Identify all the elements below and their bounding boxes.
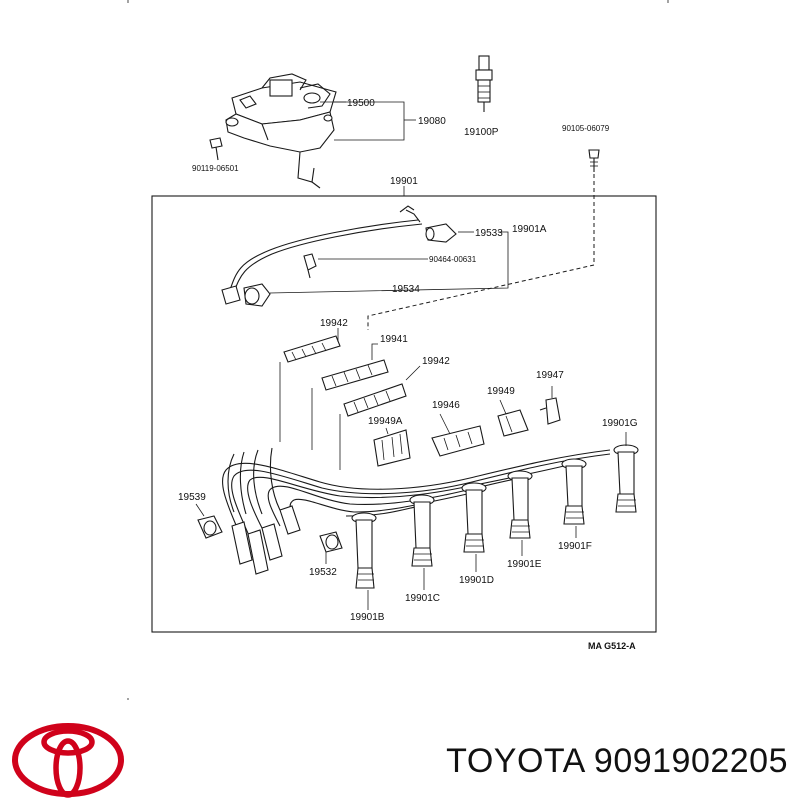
- part-number: 9091902205: [593, 742, 788, 780]
- plug-boot-f-drawing: [561, 458, 587, 525]
- leader-line: [371, 343, 378, 360]
- leader-line: [405, 365, 421, 381]
- plug-boot-e-drawing: [507, 470, 533, 539]
- label-19901: 19901: [390, 176, 418, 187]
- label-19942-lower: 19942: [422, 356, 450, 367]
- diagram-code: MA G512-A: [588, 641, 636, 651]
- leader-line: [439, 413, 451, 435]
- label-19500: 19500: [347, 98, 375, 109]
- clamp-19947-drawing: [539, 397, 561, 425]
- brand-name: TOYOTA: [446, 742, 584, 780]
- wire-end-boots-drawing: [231, 505, 301, 575]
- parts-diagram: 19500 19080 19100P 90105-06079 90119-065…: [127, 0, 669, 700]
- leader-bracket: [269, 231, 509, 294]
- label-19532: 19532: [309, 567, 337, 578]
- label-90105: 90105-06079: [562, 124, 610, 133]
- label-19901d: 19901D: [459, 575, 494, 586]
- label-90464: 90464-00631: [429, 255, 477, 264]
- clamp-19532-drawing: [319, 531, 343, 553]
- label-19080: 19080: [418, 116, 446, 127]
- brand-caption: TOYOTA 9091902205: [446, 742, 788, 781]
- plug-wire-bundle-drawing: [222, 447, 611, 539]
- label-90119: 90119-06501: [192, 164, 239, 173]
- label-19946: 19946: [432, 400, 460, 411]
- coil-wire-drawing: [221, 205, 457, 307]
- bolt-drawing: [209, 137, 223, 161]
- label-19901f: 19901F: [558, 541, 592, 552]
- label-19949a: 19949A: [368, 416, 403, 427]
- plug-boot-d-drawing: [461, 482, 487, 553]
- clamp-19949-drawing: [497, 409, 529, 437]
- label-19947: 19947: [536, 370, 564, 381]
- clamp-19946-drawing: [431, 425, 485, 457]
- plug-boot-b-drawing: [351, 512, 377, 589]
- label-19901c: 19901C: [405, 593, 440, 604]
- plug-boot-g-drawing: [613, 444, 639, 513]
- guide-dashed-line: [367, 174, 595, 330]
- diagram-frame: [151, 195, 657, 633]
- plug-boot-c-drawing: [409, 494, 435, 567]
- toyota-logo-icon: [12, 723, 124, 798]
- bolt-small-drawing: [588, 149, 600, 172]
- label-19533: 19533: [475, 228, 503, 239]
- label-19942-upper: 19942: [320, 318, 348, 329]
- leader-bracket: [334, 101, 405, 141]
- leader-line: [499, 399, 507, 415]
- label-19949: 19949: [487, 386, 515, 397]
- separator-19942a-drawing: [283, 335, 341, 363]
- ignition-coil-drawing: [225, 73, 337, 189]
- separator-19942b-drawing: [343, 383, 407, 417]
- label-19901b: 19901B: [350, 612, 385, 623]
- spark-plug-drawing: [475, 55, 493, 112]
- label-19901e: 19901E: [507, 559, 542, 570]
- label-19100p: 19100P: [464, 127, 499, 138]
- label-19901a: 19901A: [512, 224, 547, 235]
- leader-line: [195, 503, 205, 517]
- clamp-19539-drawing: [197, 515, 223, 539]
- separator-19941-drawing: [321, 359, 389, 391]
- label-19534: 19534: [392, 284, 420, 295]
- label-19941: 19941: [380, 334, 408, 345]
- leader-line: [385, 427, 389, 435]
- label-19901g: 19901G: [602, 418, 638, 429]
- label-19539: 19539: [178, 492, 206, 503]
- clamp-19949a-drawing: [373, 429, 411, 467]
